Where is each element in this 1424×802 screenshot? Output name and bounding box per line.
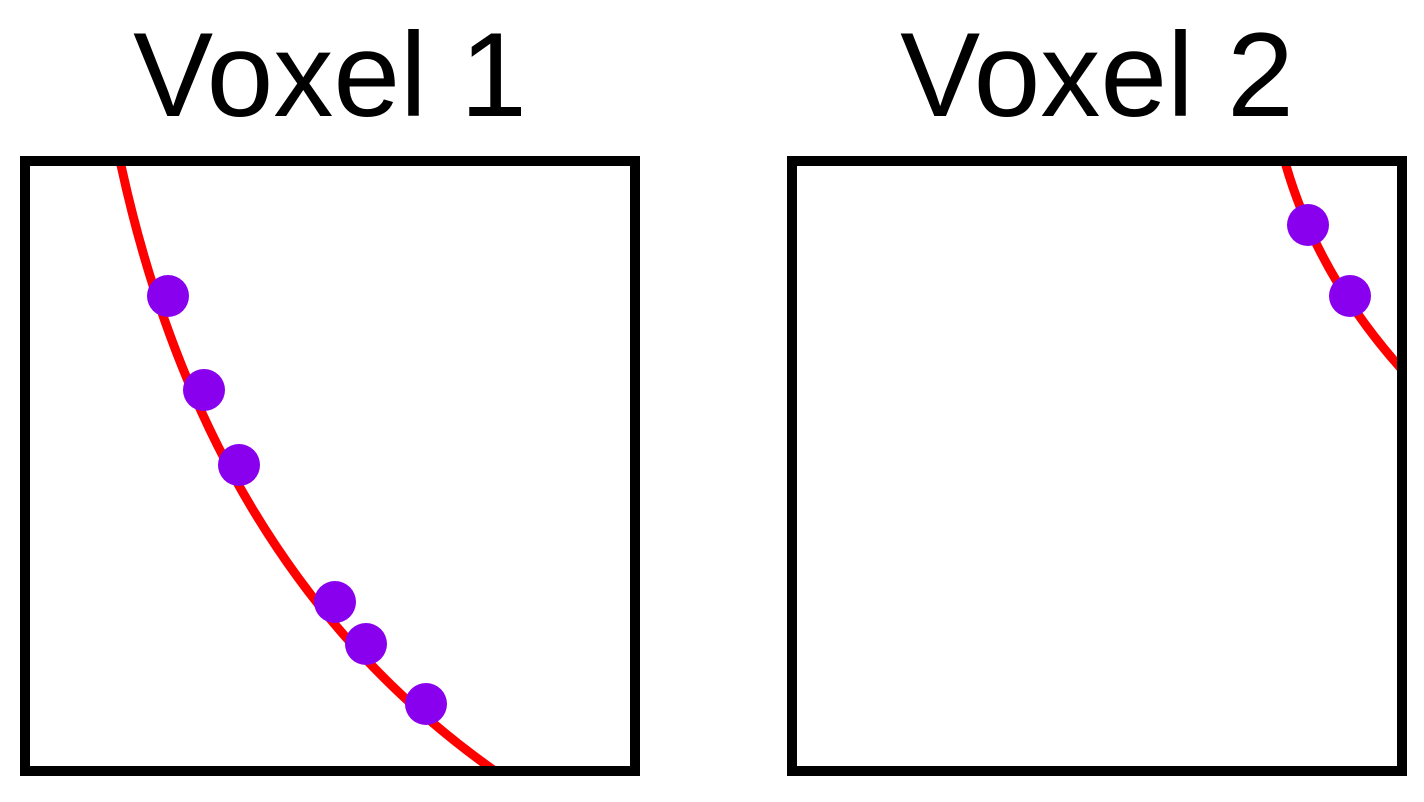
voxel-2-border bbox=[787, 156, 1407, 776]
voxel-1-sample-point bbox=[345, 623, 387, 665]
voxel-1-sample-point bbox=[314, 581, 356, 623]
voxel-2-surface-curve bbox=[1281, 165, 1398, 372]
voxel-1-sample-point bbox=[147, 275, 189, 317]
voxel-2-sample-point bbox=[1287, 204, 1329, 246]
voxel-1-sample-point bbox=[183, 369, 225, 411]
voxel-2-background bbox=[787, 156, 1407, 776]
voxel-2-panel: Voxel 2 bbox=[787, 0, 1407, 802]
voxel-1-sample-point bbox=[218, 444, 260, 486]
voxel-1-title: Voxel 1 bbox=[133, 8, 527, 142]
voxel-1-background bbox=[20, 156, 640, 776]
voxel-2-box bbox=[787, 156, 1407, 776]
voxel-2-title: Voxel 2 bbox=[900, 8, 1294, 142]
voxel-1-panel: Voxel 1 bbox=[20, 0, 640, 802]
voxel-2-sample-point bbox=[1329, 275, 1371, 317]
voxel-1-box bbox=[20, 156, 640, 776]
voxel-1-sample-point bbox=[405, 683, 447, 725]
voxel-1-border bbox=[20, 156, 640, 776]
